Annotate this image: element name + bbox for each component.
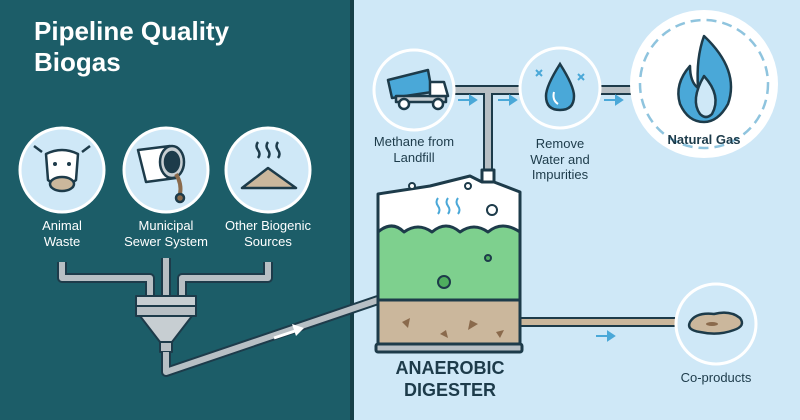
dump-truck-icon (386, 68, 450, 111)
biogenic-label-line-1: Other Biogenic (225, 218, 311, 233)
sludge-icon (687, 311, 744, 335)
biogenic-label: Other Biogenic Sources (216, 218, 320, 249)
feed-arrow (273, 324, 304, 340)
compost-pile-icon (240, 141, 298, 190)
biogenic-label-line-2: Sources (244, 233, 292, 249)
sewer-label-line-2: Sewer System (124, 233, 208, 249)
page-title: Pipeline Quality Biogas (34, 16, 229, 78)
flame-icon (677, 34, 733, 124)
sewer-pipe-icon (136, 144, 186, 204)
digester-label-line-2: DIGESTER (403, 379, 496, 400)
animal-waste-node (18, 126, 106, 214)
animal-waste-label-line-2: Waste (43, 233, 81, 249)
sewer-node (122, 126, 210, 214)
digester-label: ANAEROBIC DIGESTER (374, 358, 526, 401)
coproducts-label: Co-products (680, 370, 752, 385)
sewer-label: Municipal Sewer System (118, 218, 214, 249)
steam-wisps (435, 197, 461, 215)
funnel (135, 295, 197, 353)
sewer-label-line-1: Municipal (138, 218, 194, 233)
animal-waste-label-line-1: Animal (42, 218, 82, 233)
digester-tank (374, 168, 524, 354)
purify-label: Remove Water and Impurities (516, 136, 604, 183)
landfill-label-line-1: Methane from (373, 134, 455, 149)
natural-gas-label: Natural Gas (667, 132, 741, 147)
soil-specks (402, 318, 504, 338)
digester-label-line-1: ANAEROBIC (395, 358, 505, 378)
biogenic-node (224, 126, 312, 214)
purify-label-line-1: Remove (535, 136, 585, 151)
cow-icon (33, 145, 91, 193)
gas-pipes (454, 85, 636, 176)
animal-waste-label: Animal Waste (22, 218, 102, 249)
landfill-node (372, 48, 456, 132)
coproducts-arrow (596, 330, 616, 342)
natural-gas-node (630, 10, 778, 158)
water-drop-icon (535, 61, 585, 112)
landfill-label: Methane from Landfill (364, 134, 464, 165)
title-line-2: Biogas (34, 47, 121, 78)
title-line-1: Pipeline Quality (34, 16, 230, 46)
gas-flow-arrows (458, 94, 624, 106)
panel-divider (350, 0, 354, 420)
digester-bubbles (408, 182, 498, 289)
purify-label-line-2: Water and (530, 151, 590, 167)
purify-label-line-3: Impurities (531, 167, 589, 183)
landfill-label-line-2: Landfill (393, 149, 435, 165)
purify-node (518, 46, 602, 130)
coproducts-node (674, 282, 758, 366)
